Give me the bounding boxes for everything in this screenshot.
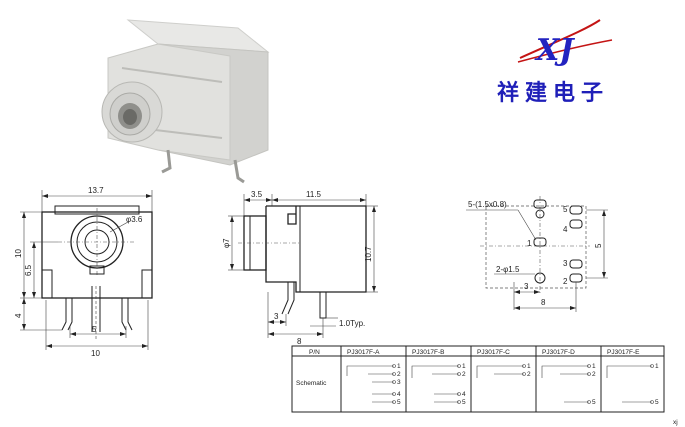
footprint-pin-label-2: 2 — [563, 277, 568, 286]
table-header-pn: P/N — [309, 349, 320, 356]
dim-holes-spec: 5-(1.5x0.8) — [468, 200, 507, 209]
schematic-b-pin: 4 — [462, 391, 466, 398]
dim-pin-pitch: 8 — [297, 337, 302, 346]
schematic-b-pin: 2 — [462, 371, 466, 378]
footprint-pin-label-1: 1 — [527, 239, 532, 248]
schematic-d-pin: 1 — [592, 363, 596, 370]
table-model-e: PJ3017F-E — [607, 349, 640, 356]
dim-body-length: 11.5 — [306, 190, 322, 199]
dim-pin-thickness: 1.0Typ. — [339, 319, 365, 328]
schematic-a-pin: 5 — [397, 399, 401, 406]
schematic-c-pin: 2 — [527, 371, 531, 378]
schematic-c-pin: 1 — [527, 363, 531, 370]
schematic-e: 1 5 — [606, 363, 659, 406]
side-view-drawing: 3.5 11.5 φ7 10.7 3 — [222, 190, 378, 346]
footprint-pin-label-5: 5 — [563, 205, 568, 214]
dim-height-total: 10 — [14, 249, 23, 258]
table-model-c: PJ3017F-C — [477, 349, 510, 356]
schematic-b-pin: 1 — [462, 363, 466, 370]
brand-logo-mark: XJ — [534, 33, 575, 68]
schematic-table: P/N Schematic PJ3017F-A PJ3017F-B PJ3017… — [291, 345, 665, 413]
schematic-b: 1 2 4 5 — [411, 363, 466, 406]
schematic-e-pin: 1 — [655, 363, 659, 370]
dim-nozzle-dia: φ7 — [222, 238, 231, 248]
schematic-a: 1 2 3 4 5 — [346, 363, 401, 406]
corner-mark: xj — [673, 419, 678, 426]
schematic-e-pin: 5 — [655, 399, 659, 406]
schematic-a-pin: 2 — [397, 371, 401, 378]
dim-bottom-width: 10 — [91, 349, 100, 358]
dim-front-length: 3.5 — [251, 190, 263, 199]
table-model-d: PJ3017F-D — [542, 349, 575, 356]
dim-mount-holes: 2-φ1.5 — [496, 265, 520, 274]
schematic-a-pin: 4 — [397, 391, 401, 398]
dim-footprint-offset: 3 — [524, 282, 529, 291]
product-photo — [101, 19, 270, 184]
schematic-a-pin: 1 — [397, 363, 401, 370]
brand-logo: XJ 祥建电子 — [497, 19, 613, 106]
table-model-a: PJ3017F-A — [347, 349, 380, 356]
brand-name: 祥建电子 — [497, 80, 609, 106]
front-view-drawing: 13.7 φ3.6 10 6.5 4 — [14, 186, 153, 358]
schematic-d-pin: 5 — [592, 399, 596, 406]
table-model-b: PJ3017F-B — [412, 349, 445, 356]
dim-lead-length: 4 — [14, 313, 23, 318]
dim-pin-spacing: 5 — [92, 325, 97, 334]
schematic-d-pin: 2 — [592, 371, 596, 378]
schematic-c: 1 2 — [476, 363, 531, 378]
dim-width-top: 13.7 — [88, 186, 104, 195]
footprint-pin-label-3: 3 — [563, 259, 568, 268]
dim-height-center: 6.5 — [24, 264, 33, 276]
schematic-a-pin: 3 — [397, 379, 401, 386]
dim-footprint-width: 8 — [541, 298, 546, 307]
dim-hole-dia: φ3.6 — [126, 215, 143, 224]
schematic-d: 1 2 5 — [541, 363, 596, 406]
dim-footprint-height: 5 — [594, 243, 603, 248]
dim-pin-offset: 3 — [274, 312, 279, 321]
dim-side-height: 10.7 — [364, 246, 373, 262]
table-header-schematic: Schematic — [296, 380, 327, 387]
footprint-pin-label-4: 4 — [563, 225, 568, 234]
pcb-footprint-drawing: 5 4 1 3 2 5-(1.5x0.8) 2-φ1.5 5 3 8 — [466, 196, 608, 312]
schematic-b-pin: 5 — [462, 399, 466, 406]
